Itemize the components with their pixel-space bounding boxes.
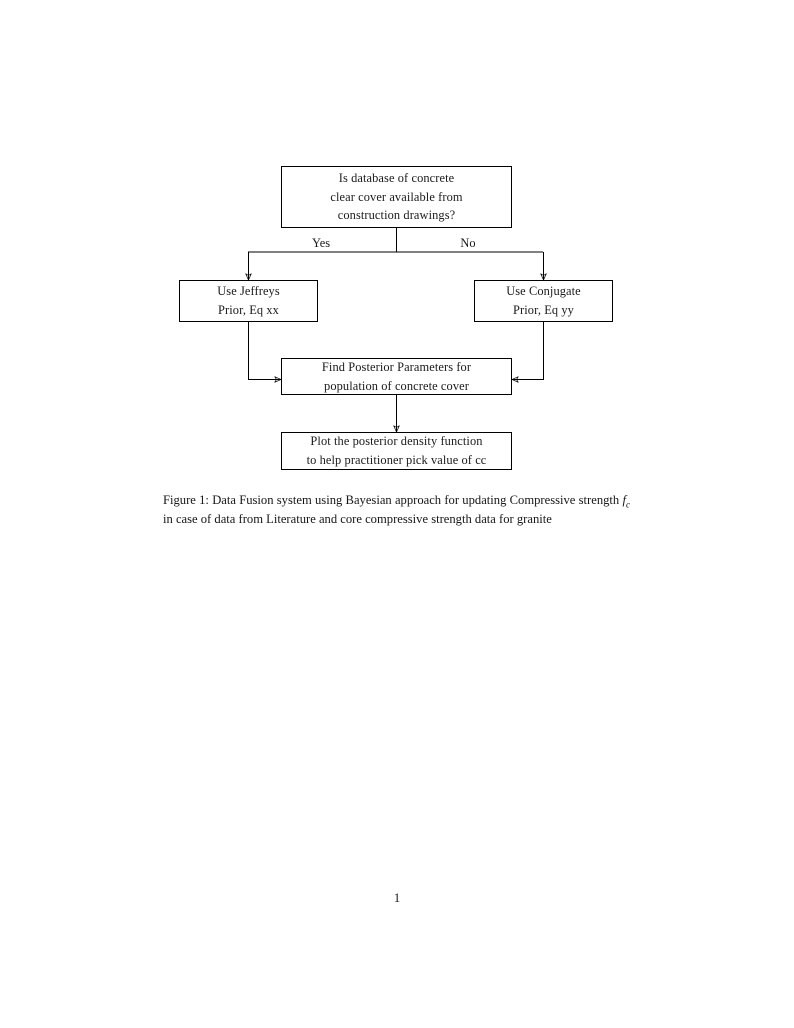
find-posterior-node[interactable]: Find Posterior Parameters for population… (281, 358, 512, 395)
jeffreys-prior-node[interactable]: Use Jeffreys Prior, Eq xx (179, 280, 318, 322)
find-posterior-node-line-2: population of concrete cover (324, 378, 469, 393)
conjugate-prior-node[interactable]: Use Conjugate Prior, Eq yy (474, 280, 613, 322)
find-posterior-node-line-1: Find Posterior Parameters for (321, 359, 472, 374)
edge-conjugate-to-posterior (512, 322, 544, 380)
jeffreys-prior-node-line-1: Use Jeffreys (217, 284, 280, 299)
figure-caption-text-before: Data Fusion system using Bayesian approa… (208, 493, 623, 507)
plot-posterior-node-line-2: to help practitioner pick value of cc (306, 453, 487, 467)
edge-jeffreys-to-posterior (248, 322, 282, 380)
plot-posterior-node[interactable]: Plot the posterior density function to h… (281, 432, 512, 470)
edge-label-yes: Yes (311, 236, 331, 250)
flowchart-connectors (0, 228, 794, 500)
figure-caption-text-after: in case of data from Literature and core… (163, 512, 552, 527)
figure-caption-label: Figure 1: (163, 493, 209, 507)
plot-posterior-node-line-1: Plot the posterior density function (310, 434, 483, 449)
conjugate-prior-node-line-1: Use Conjugate (506, 284, 581, 299)
figure-caption-symbol-base: f (622, 493, 626, 507)
decision-node-line-2: clear cover available from (330, 189, 463, 204)
edge-label-no: No (460, 236, 476, 250)
decision-node-line-1: Is database of concrete (338, 170, 455, 185)
figure-caption-symbol-subscript: c (625, 499, 630, 510)
figure-caption: Figure 1: Data Fusion system using Bayes… (163, 492, 630, 529)
page-number: 1 (393, 891, 401, 905)
figure-flowchart: Is database of concrete clear cover avai… (0, 0, 794, 500)
jeffreys-prior-node-line-2: Prior, Eq xx (218, 303, 279, 317)
figure-caption-symbol: fc (622, 493, 630, 510)
decision-node-line-3: construction drawings? (337, 208, 456, 223)
decision-node[interactable]: Is database of concrete clear cover avai… (281, 166, 512, 228)
conjugate-prior-node-line-2: Prior, Eq yy (513, 303, 574, 317)
